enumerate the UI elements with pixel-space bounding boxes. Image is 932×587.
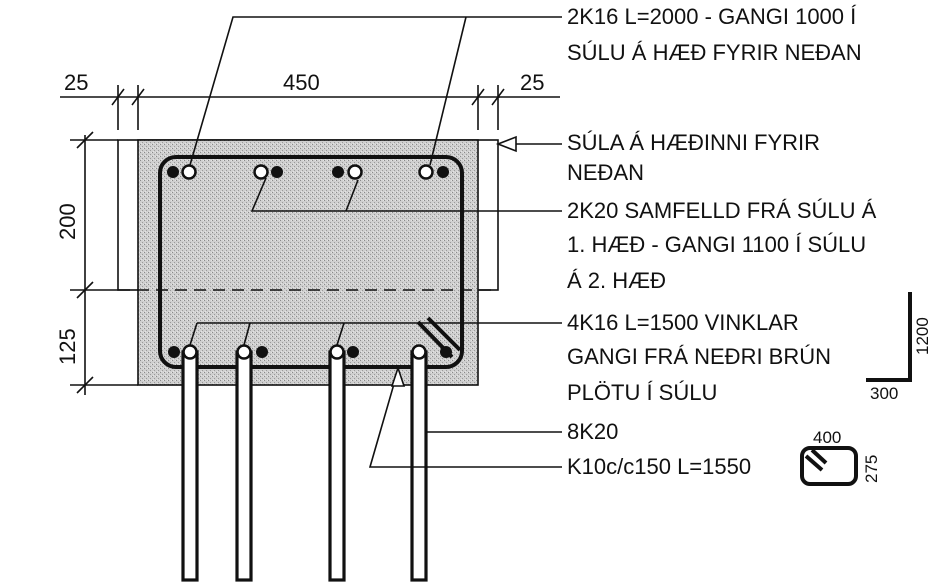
label-4k16-line2: GANGI FRÁ NEÐRI BRÚN [567, 344, 831, 369]
label-4k16-line1: 4K16 L=1500 VINKLAR [567, 310, 799, 335]
label-4k16-line3: PLÖTU Í SÚLU [567, 380, 717, 405]
bent-bar-vertical-dim: 1200 [913, 317, 932, 355]
top-bars [167, 164, 449, 180]
label-stirrup: K10c/c150 L=1550 [567, 454, 751, 479]
stirrup-height-dim: 275 [862, 455, 881, 483]
label-column-below-line2: NEÐAN [567, 160, 644, 185]
label-2k16-line1: 2K16 L=2000 - GANGI 1000 Í [567, 4, 857, 29]
column-bars-8k20 [181, 350, 428, 582]
label-2k20-line1: 2K20 SAMFELLD FRÁ SÚLU Á [567, 198, 877, 223]
bent-bar-detail [866, 292, 912, 382]
leader-lines [189, 16, 562, 468]
dimension-lines [60, 85, 560, 395]
label-2k20-line3: Á 2. HÆÐ [567, 268, 666, 293]
concrete-section [118, 139, 498, 386]
bottom-bars [168, 344, 452, 360]
dim-left-lower: 125 [55, 328, 80, 365]
stirrup-width-dim: 400 [813, 428, 841, 447]
label-2k16-line2: SÚLU Á HÆÐ FYRIR NEÐAN [567, 40, 862, 65]
bent-bar-horizontal-dim: 300 [870, 384, 898, 403]
label-2k20-line2: 1. HÆÐ - GANGI 1100 Í SÚLU [567, 232, 866, 257]
dim-top-right: 25 [520, 70, 544, 95]
label-8k20: 8K20 [567, 419, 618, 444]
dim-left-upper: 200 [55, 203, 80, 240]
label-column-below-line1: SÚLA Á HÆÐINNI FYRIR [567, 130, 820, 155]
dim-top-left: 25 [64, 70, 88, 95]
stirrup-detail [800, 446, 858, 486]
dim-top-middle: 450 [283, 70, 320, 95]
